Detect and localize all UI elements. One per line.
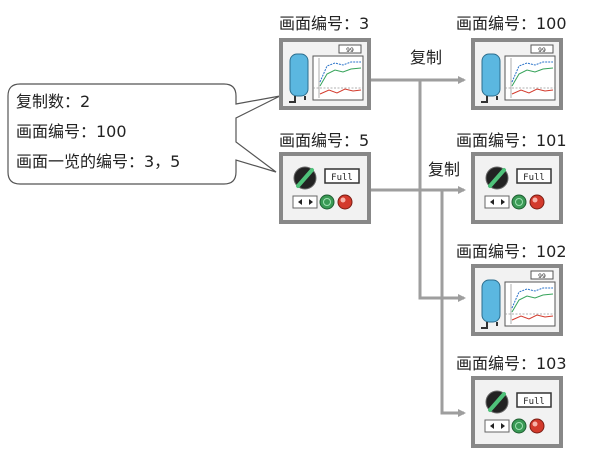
text-display: [516, 168, 552, 184]
screen-thumb-101: Full: [471, 152, 563, 224]
callout-copy-count: 复制数：2: [16, 92, 91, 111]
lamp-red-icon: [337, 194, 353, 210]
screen-thumb-3: 99: [279, 38, 371, 110]
arrow-buttons: [484, 195, 510, 209]
trend-line-red: [511, 314, 554, 321]
trend-line-green: [319, 67, 362, 87]
text-display-value: Full: [523, 173, 545, 183]
text-display-value: Full: [331, 173, 353, 183]
text-display: [516, 392, 552, 408]
target-label-100: 画面编号：100: [456, 14, 567, 33]
trend-line-blue: [511, 61, 553, 83]
tank-body: [481, 53, 501, 97]
tank-pipe: [481, 322, 488, 329]
trend-line-green: [511, 67, 554, 87]
copy-label-1: 复制: [410, 48, 443, 67]
value-display-text: 99: [538, 47, 546, 54]
value-display-text: 99: [346, 47, 354, 54]
tank-body: [481, 279, 501, 323]
trend-line-red: [319, 88, 362, 95]
lamp-green-icon: [511, 418, 527, 434]
arrow-buttons: [484, 419, 510, 433]
target-label-101: 画面编号：101: [456, 131, 567, 150]
lamp-red-icon: [529, 194, 545, 210]
value-display: [530, 44, 554, 54]
lamp-green-icon: [319, 194, 335, 210]
value-display: [338, 44, 362, 54]
tank-body: [289, 53, 309, 97]
screen-thumb-100: 99: [471, 38, 563, 110]
lamp-green-icon: [511, 194, 527, 210]
target-label-103: 画面编号：103: [456, 354, 567, 373]
copy-arrows-source-3: [369, 76, 466, 302]
callout-bubble: [7, 83, 281, 185]
arrow-buttons: [292, 195, 318, 209]
tank-pipe: [481, 96, 488, 103]
screen-thumb-5: Full: [279, 152, 371, 224]
screen-thumb-103: Full: [471, 376, 563, 448]
value-display: [530, 270, 554, 280]
lamp-red-icon: [529, 418, 545, 434]
copy-label-2: 复制: [428, 160, 461, 179]
callout-screen-list: 画面一览的编号：3，5: [16, 152, 181, 171]
callout-screen-number: 画面编号：100: [16, 122, 127, 141]
value-display-text: 99: [538, 273, 546, 280]
source-label-5: 画面编号：5: [279, 131, 370, 150]
source-label-3: 画面编号：3: [279, 14, 370, 33]
text-display-value: Full: [523, 397, 545, 407]
target-label-102: 画面编号：102: [456, 242, 567, 261]
trend-line-blue: [511, 287, 553, 309]
tank-pipe: [289, 96, 296, 103]
trend-line-blue: [319, 61, 361, 83]
copy-arrows-source-5: [369, 186, 466, 417]
screen-thumb-102: 99: [471, 264, 563, 336]
text-display: [324, 168, 360, 184]
trend-line-green: [511, 293, 554, 313]
trend-line-red: [511, 88, 554, 95]
